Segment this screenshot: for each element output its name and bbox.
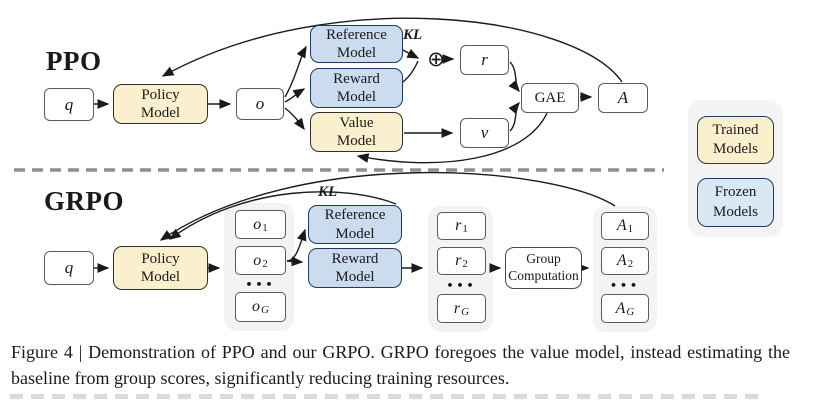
ppo-r-box: r bbox=[460, 45, 509, 75]
ppo-kl-label: KL bbox=[403, 27, 423, 43]
flow-arrows: ⊕ bbox=[14, 17, 664, 273]
legend-trained-models: Trained Models bbox=[697, 116, 774, 164]
arrow-grpo-outputs-to-reward bbox=[286, 256, 304, 267]
grpo-kl-label: KL bbox=[318, 184, 338, 200]
arrow-grpo-kl-reference-to-policy bbox=[168, 191, 397, 240]
grpo-output-ellipsis: ••• bbox=[245, 278, 276, 291]
subscript: G bbox=[461, 305, 470, 318]
ppo-advantage-box: A bbox=[598, 83, 648, 113]
ppo-section-label: PPO bbox=[46, 46, 102, 76]
math-symbol: A bbox=[616, 217, 627, 234]
ppo-v-box: v bbox=[460, 118, 509, 148]
math-symbol: o bbox=[252, 298, 261, 315]
math-symbol: r bbox=[453, 299, 461, 317]
ppo-value-model-box: Value Model bbox=[310, 112, 403, 152]
subscript: 1 bbox=[262, 221, 268, 234]
arrow-grpo-a-to-policy-feedback bbox=[159, 171, 616, 241]
grpo-advantage-ellipsis: ••• bbox=[609, 279, 641, 292]
grpo-policy-model-box: Policy Model bbox=[113, 246, 208, 290]
legend-frozen-models: Frozen Models bbox=[697, 178, 774, 227]
ppo-reference-model-box: Reference Model bbox=[310, 25, 403, 63]
circled-plus-icon: ⊕ bbox=[427, 47, 445, 71]
grpo-group-computation-box: Group Computation bbox=[505, 247, 582, 289]
math-symbol: o bbox=[253, 215, 262, 233]
arrow-ppo-o-to-reward bbox=[284, 88, 306, 103]
subscript: 2 bbox=[462, 258, 468, 270]
subscript: G bbox=[261, 304, 269, 316]
next-line-cutoff-artifact bbox=[10, 394, 758, 399]
grpo-section-label: GRPO bbox=[44, 186, 124, 216]
grpo-query-box: q bbox=[44, 251, 94, 285]
arrow-grpo-outputs-to-reference bbox=[286, 228, 307, 262]
arrow-ppo-gae-to-value-feedback bbox=[356, 112, 548, 164]
math-symbol: A bbox=[615, 299, 626, 317]
arrow-ppo-o-to-value bbox=[284, 107, 305, 131]
ppo-policy-model-box: Policy Model bbox=[113, 84, 208, 124]
subscript: G bbox=[626, 305, 635, 318]
subscript: 1 bbox=[627, 223, 634, 235]
subscript: 2 bbox=[262, 257, 268, 270]
grpo-reference-model-box: Reference Model bbox=[308, 205, 402, 244]
arrow-ppo-reference-to-merge bbox=[402, 48, 420, 59]
math-symbol: r bbox=[455, 252, 462, 269]
math-symbol: r bbox=[455, 217, 462, 234]
ppo-output-box: o bbox=[236, 88, 284, 120]
ppo-gae-box: GAE bbox=[521, 83, 579, 113]
ppo-reward-model-box: Reward Model bbox=[310, 68, 403, 108]
arrow-ppo-o-to-reference bbox=[284, 45, 307, 98]
subscript: 2 bbox=[627, 258, 634, 270]
ppo-query-box: q bbox=[44, 88, 94, 121]
arrow-ppo-r-to-gae bbox=[508, 61, 520, 93]
figure-caption: Figure 4 | Demonstration of PPO and our … bbox=[11, 342, 790, 388]
math-symbol: A bbox=[616, 252, 627, 269]
grpo-reward-ellipsis: ••• bbox=[446, 279, 477, 292]
arrow-ppo-v-to-gae bbox=[508, 101, 520, 132]
grpo-reward-model-box: Reward Model bbox=[308, 248, 402, 288]
subscript: 1 bbox=[462, 223, 468, 235]
arrow-ppo-a-to-policy-feedback bbox=[161, 17, 623, 83]
arrow-ppo-reward-to-merge bbox=[402, 60, 419, 83]
math-symbol: o bbox=[253, 251, 262, 269]
